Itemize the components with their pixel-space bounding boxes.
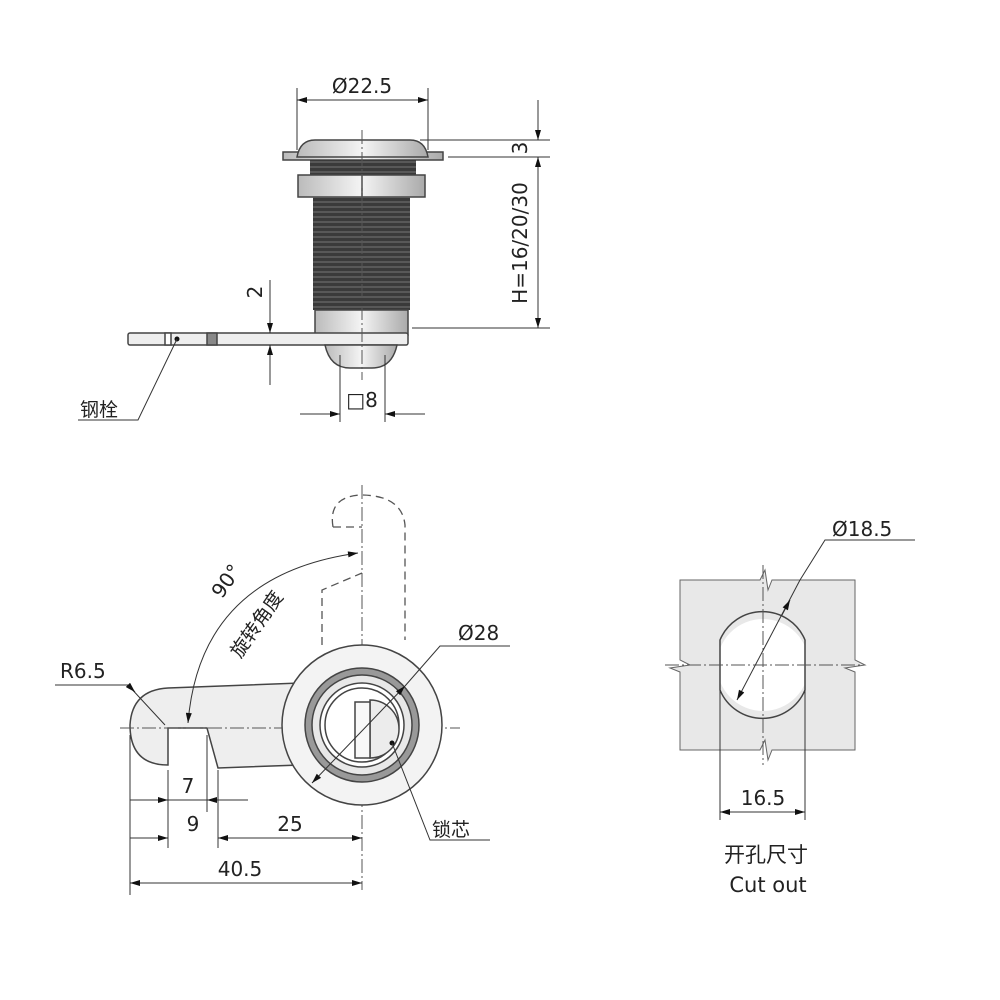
pin-label: 钢栓 bbox=[80, 399, 118, 421]
core-label: 锁芯 bbox=[432, 819, 470, 841]
dim-7-label: 7 bbox=[182, 774, 195, 798]
radius-label: R6.5 bbox=[60, 659, 106, 683]
diameter-28-label: Ø28 bbox=[458, 621, 499, 645]
angle-label: 90° bbox=[206, 560, 246, 603]
height-label: H=16/20/30 bbox=[508, 182, 532, 304]
upper-thread bbox=[310, 160, 416, 175]
side-view: Ø22.5 3 H=16/20/30 2 □8 钢栓 bbox=[78, 74, 550, 422]
cutout-view: Ø18.5 16.5 开孔尺寸 Cut out bbox=[665, 517, 915, 897]
cutout-title-en: Cut out bbox=[729, 873, 806, 897]
cam-thickness-label: 2 bbox=[243, 286, 267, 299]
dim-40-5-label: 40.5 bbox=[218, 857, 263, 881]
spindle-end bbox=[324, 344, 398, 369]
dim-25-label: 25 bbox=[277, 812, 302, 836]
width-16-5-label: 16.5 bbox=[741, 786, 786, 810]
cam bbox=[129, 682, 301, 769]
cutout-title-cn: 开孔尺寸 bbox=[724, 843, 808, 867]
rotation-text: 旋转角度 bbox=[226, 587, 288, 662]
square-8-label: □8 bbox=[346, 388, 378, 412]
diameter-18-5-label: Ø18.5 bbox=[832, 517, 892, 541]
diameter-22-5-label: Ø22.5 bbox=[332, 74, 392, 98]
front-view: Ø28 锁芯 R6.5 90° 旋转角度 7 9 25 40.5 bbox=[55, 485, 510, 895]
cap-height-label: 3 bbox=[508, 142, 532, 155]
dim-9-label: 9 bbox=[187, 812, 200, 836]
